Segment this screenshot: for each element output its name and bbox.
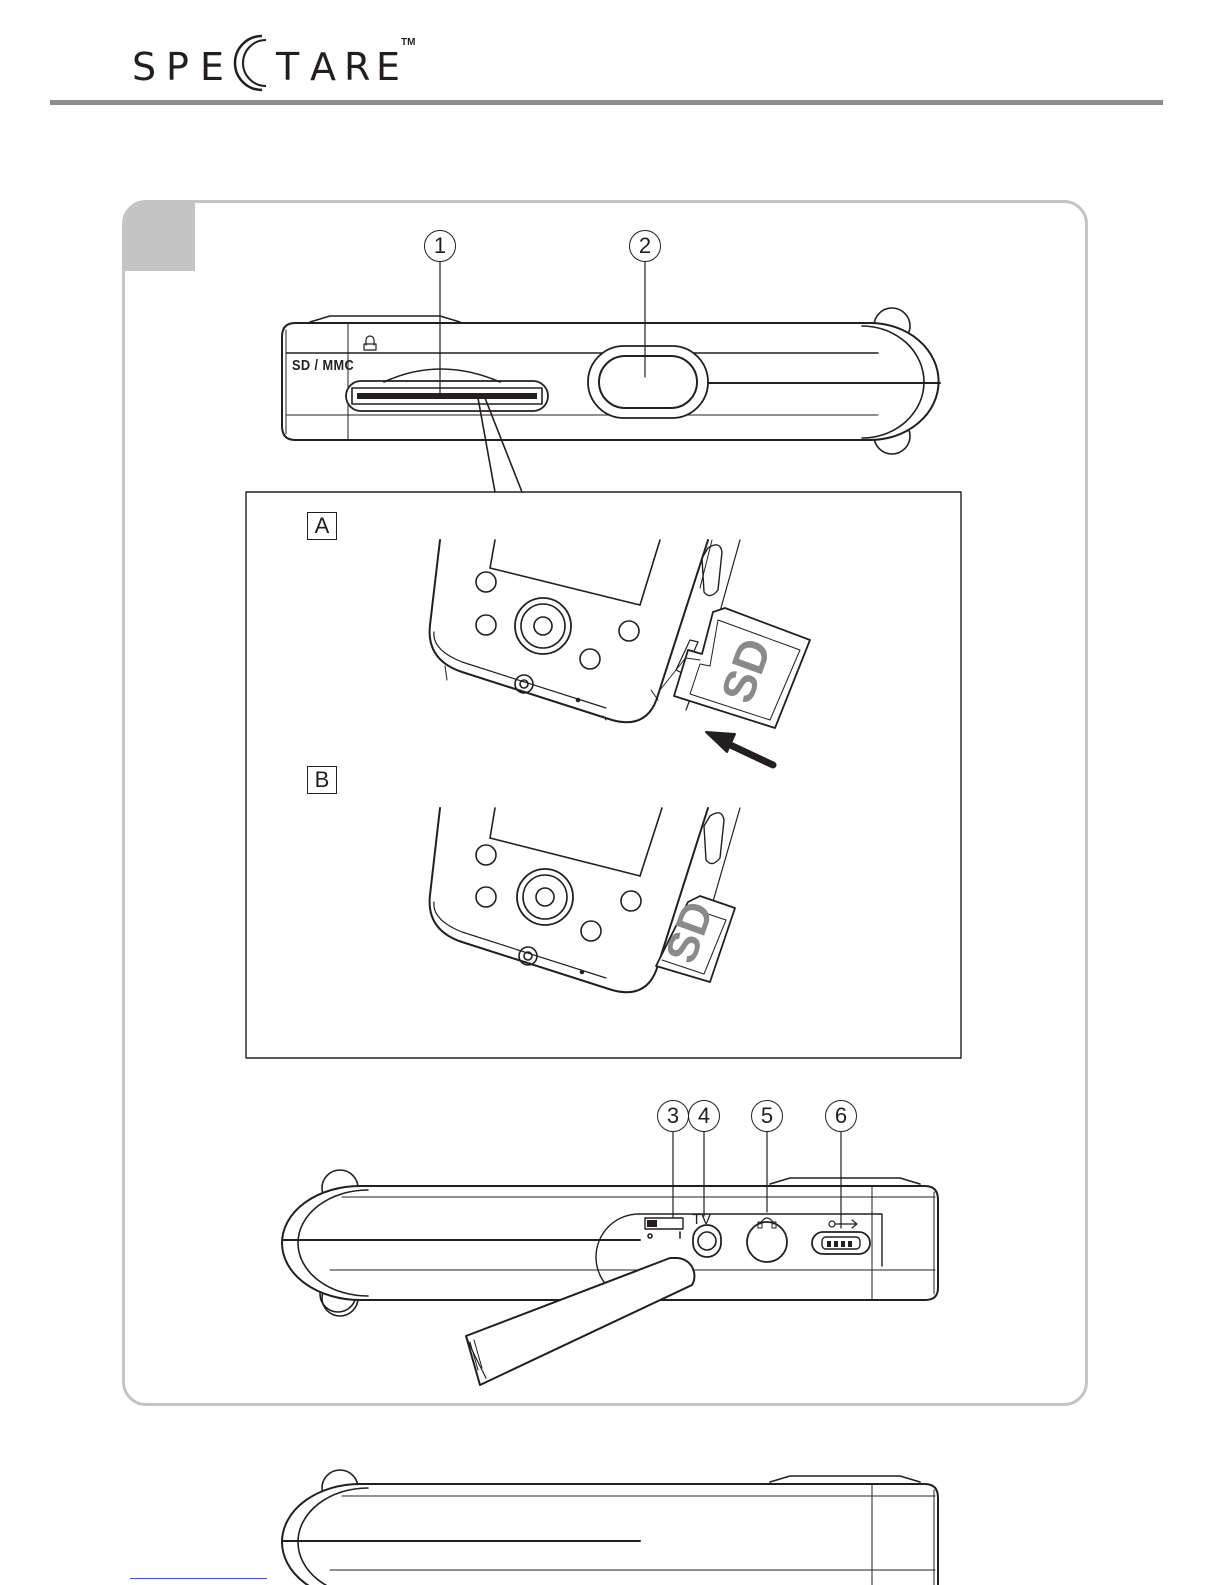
step-b-label: B xyxy=(307,766,337,794)
callout-6: 6 xyxy=(825,1100,857,1132)
callout-3: 3 xyxy=(657,1100,689,1132)
tv-port-label: TV xyxy=(692,1211,711,1228)
footer-underline xyxy=(130,1578,267,1579)
step-a-label: A xyxy=(307,512,337,540)
callout-1: 1 xyxy=(424,230,456,262)
callout-2: 2 xyxy=(629,230,661,262)
callout-5: 5 xyxy=(751,1100,783,1132)
callout-4: 4 xyxy=(688,1100,720,1132)
sd-mmc-slot-label: SD / MMC xyxy=(292,357,354,374)
